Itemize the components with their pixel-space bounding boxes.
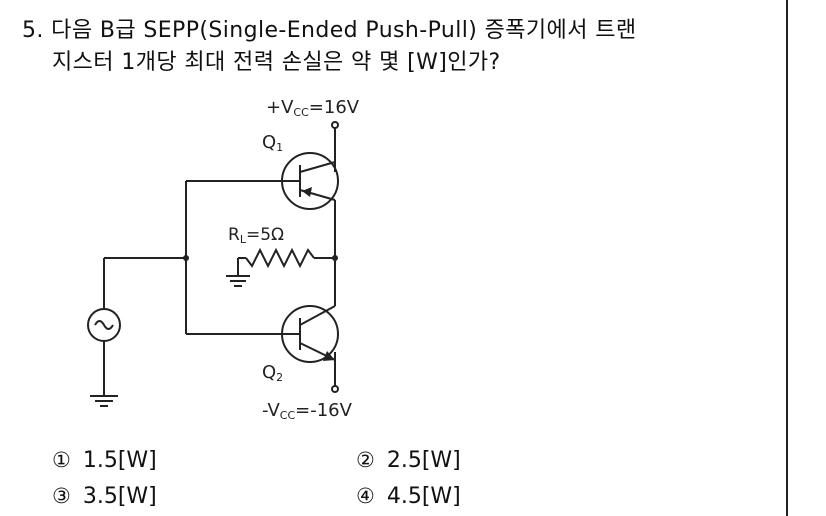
q1-label: Q1 <box>262 132 283 154</box>
option-text: 3.5[W] <box>82 484 157 509</box>
question-text-line-2: 지스터 1개당 최대 전력 손실은 약 몇 [W]인가? <box>52 50 501 75</box>
option-text: 2.5[W] <box>386 448 461 473</box>
option-text: 1.5[W] <box>82 448 157 473</box>
page-border-rule <box>786 0 788 516</box>
vcc-positive-terminal <box>331 121 339 129</box>
vcc-positive-label: +VCC=16V <box>266 97 360 119</box>
question-text-line-1: 5. 다음 B급 SEPP(Single-Ended Push-Pull) 증폭… <box>22 18 637 43</box>
vcc-negative-terminal <box>331 385 339 393</box>
q2-emitter-lead <box>299 305 336 326</box>
q2-emitter-arrow <box>323 351 335 361</box>
option-marker: ④ <box>356 484 375 508</box>
ac-source-sine <box>94 320 114 330</box>
vcc-negative-label: -VCC=-16V <box>262 400 353 422</box>
q1-emitter-arrow <box>302 187 312 197</box>
option-marker: ① <box>52 448 71 472</box>
q2-label: Q2 <box>262 362 283 384</box>
answer-option-1[interactable]: ① 1.5[W] <box>52 448 157 473</box>
answer-option-3[interactable]: ③ 3.5[W] <box>52 484 157 509</box>
load-resistor <box>245 247 315 269</box>
option-text: 4.5[W] <box>386 484 461 509</box>
answer-option-4[interactable]: ④ 4.5[W] <box>356 484 461 509</box>
junction-dot-base <box>183 255 189 261</box>
answer-option-2[interactable]: ② 2.5[W] <box>356 448 461 473</box>
option-marker: ③ <box>52 484 71 508</box>
q1-collector-lead <box>299 161 336 173</box>
option-marker: ② <box>356 448 375 472</box>
junction-dot-output <box>332 255 338 261</box>
load-resistor-label: RL=5Ω <box>228 225 284 246</box>
